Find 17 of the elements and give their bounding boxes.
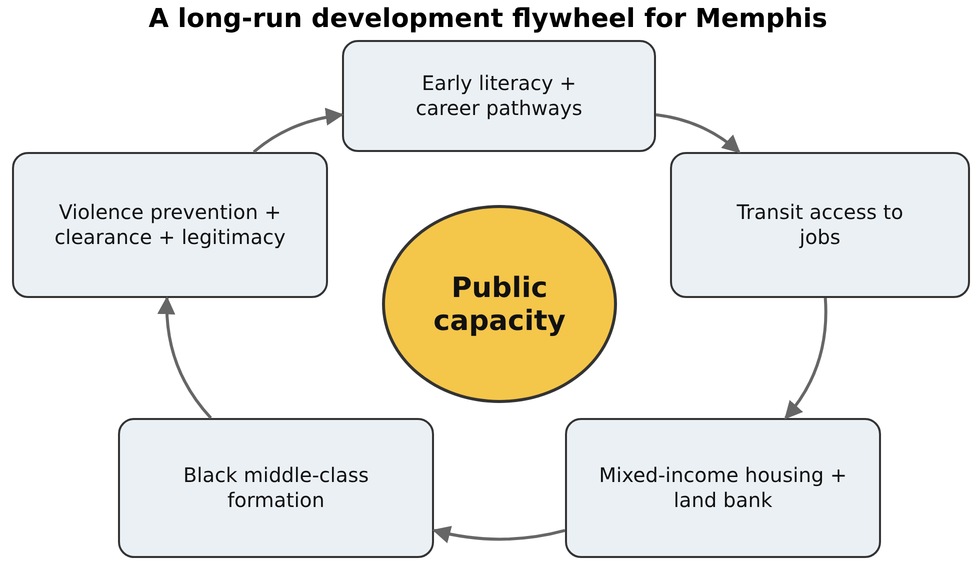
diagram-title: A long-run development flywheel for Memphis: [148, 4, 828, 34]
node-label: Black middle-class formation: [182, 463, 370, 513]
node-label: Transit access to jobs: [736, 200, 904, 250]
process-box: [342, 40, 656, 152]
arrow: [158, 296, 212, 419]
node-label: Early literacy + career pathways: [414, 71, 584, 121]
process-box: [118, 418, 434, 558]
process-box: [565, 418, 881, 558]
node-label: Violence prevention + clearance + legitimacy: [53, 200, 287, 250]
arrow: [656, 113, 740, 154]
process-box: [670, 152, 970, 298]
node-label: Public capacity: [432, 271, 567, 337]
arrow: [784, 298, 828, 420]
node-label: Mixed-income housing + land bank: [598, 463, 848, 513]
arrow: [432, 526, 566, 543]
process-box: [12, 152, 328, 298]
arrow: [252, 108, 344, 154]
